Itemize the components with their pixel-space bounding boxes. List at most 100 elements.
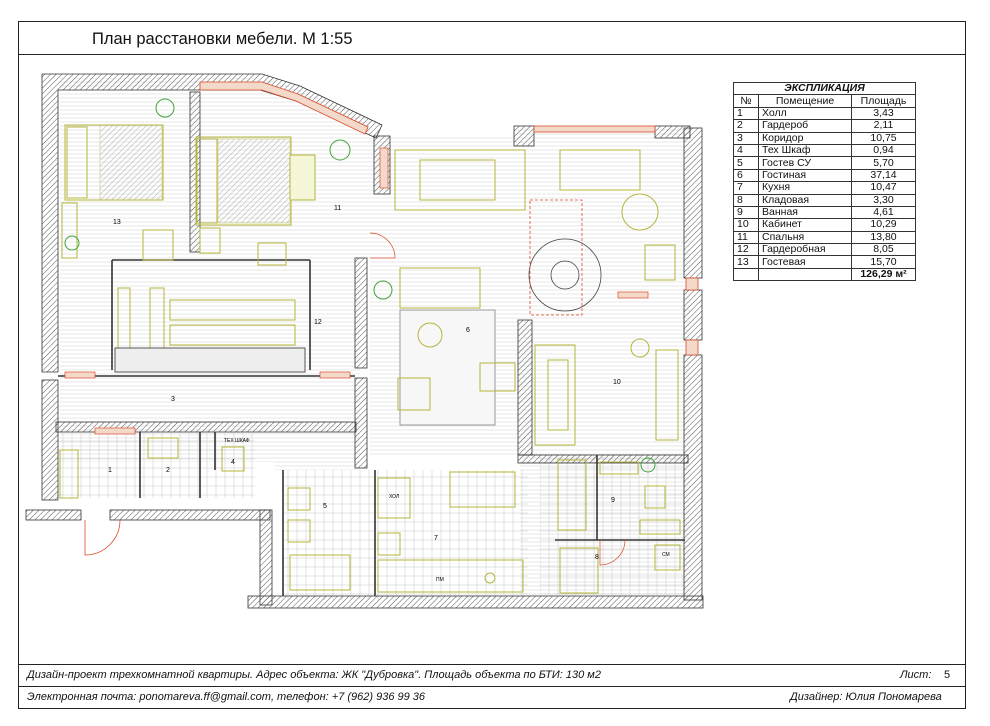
footer-divider-top [18,664,966,665]
row-number: 11 [733,230,759,245]
row-number: 7 [733,181,759,195]
row-area: 3,30 [851,193,916,207]
bathroom-furniture [557,459,681,594]
row-room: Коридор [758,131,852,145]
row-room: Гардеробная [758,243,852,257]
row-number: 2 [733,119,759,133]
room-number-5: 5 [323,503,327,510]
guest-bathroom [287,487,351,591]
row-number: 12 [733,243,759,257]
row-area: 15,70 [851,255,916,269]
row-area: 3,43 [851,106,916,121]
drawing-sheet [18,21,966,709]
sheet-title: План расстановки мебели. М 1:55 [92,30,353,48]
column-header-room: Помещение [758,94,852,108]
sheet-number: 5 [944,669,951,681]
entrance-door [84,519,121,556]
room-number-10: 10 [613,379,621,386]
spiral-staircase [528,199,602,316]
designer-name: Дизайнер: Юлия Пономарева [790,691,942,703]
row-area: 10,75 [851,131,916,145]
tech-cabinet-label: ТЕХ ШКАФ [224,438,250,444]
explication-title: ЭКСПЛИКАЦИЯ [733,81,916,96]
row-number: 3 [733,131,759,145]
column-header-area: Площадь [851,94,916,108]
room-number-11: 11 [334,205,341,212]
row-room: Кухня [758,181,852,195]
fridge-label: ХОЛ [389,494,399,500]
plants [64,98,656,473]
row-room: Гардероб [758,119,852,133]
row-number: 8 [733,193,759,207]
room-number-2: 2 [166,467,170,474]
living-room-furniture [394,149,676,426]
row-number: 5 [733,156,759,170]
row-area: 37,14 [851,168,916,183]
total-area: 126,29 м² [851,267,916,282]
room-number-1: 1 [108,467,112,474]
contact-info: Электронная почта: ponomareva.ff@gmail.c… [27,691,426,703]
column-header-number: № [733,94,759,108]
title-divider [18,54,966,55]
row-room: Холл [758,106,852,121]
walk-in-closet [114,287,306,373]
row-number: 6 [733,168,759,183]
bedroom-main [195,136,351,266]
room-number-3: 3 [171,396,175,403]
row-room: Гостевая [758,255,852,269]
bedroom-guest [61,124,174,261]
row-area: 10,29 [851,218,916,232]
row-number: 9 [733,205,759,220]
row-room: Спальня [758,230,852,245]
row-area: 10,47 [851,181,916,195]
row-room: Тех Шкаф [758,143,852,158]
row-room: Гостиная [758,168,852,183]
kitchen-furniture [377,471,524,593]
row-room: Ванная [758,205,852,220]
dishwasher-label: ПМ [436,577,444,583]
room-number-4: 4 [231,459,235,466]
footer-divider-middle [18,686,966,687]
total-row: 126,29 м² [733,267,916,282]
hall-furniture [59,437,245,499]
row-number: 10 [733,218,759,232]
project-description: Дизайн-проект трехкомнатной квартиры. Ад… [27,669,601,681]
row-area: 4,61 [851,205,916,220]
row-area: 5,70 [851,156,916,170]
room-number-9: 9 [611,497,615,504]
room-number-13: 13 [113,219,121,226]
windows [199,81,699,356]
row-number: 4 [733,143,759,158]
partitions [58,259,685,596]
room-number-7: 7 [434,535,438,542]
row-area: 0,94 [851,143,916,158]
room-number-6: 6 [466,327,470,334]
row-number: 13 [733,255,759,269]
door-swings [64,147,649,566]
row-room: Гостев СУ [758,156,852,170]
room-number-8: 8 [595,554,599,561]
washer-label: СМ [662,552,670,558]
row-area: 8,05 [851,243,916,257]
row-area: 2,11 [851,119,916,133]
row-room: Кладовая [758,193,852,207]
row-room: Кабинет [758,218,852,232]
row-number: 1 [733,106,759,121]
room-number-12: 12 [314,319,322,326]
row-area: 13,80 [851,230,916,245]
